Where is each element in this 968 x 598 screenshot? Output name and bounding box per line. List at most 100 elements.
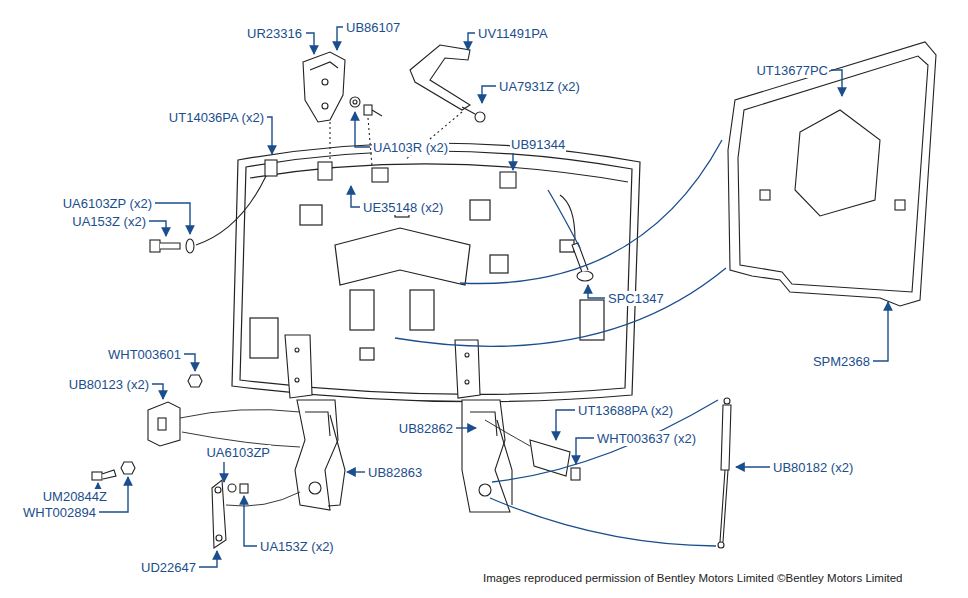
leader-arrows xyxy=(97,483,98,488)
liner-panel xyxy=(795,110,880,216)
part-number: WHT002894 xyxy=(22,505,97,520)
bonnet-hinges xyxy=(479,484,491,496)
part-number: UR23316 xyxy=(246,26,303,41)
top-brackets xyxy=(330,112,462,166)
blue-connector-curves xyxy=(395,140,726,546)
leader-arrows xyxy=(355,112,370,147)
blue-connector-curves xyxy=(395,268,726,346)
liner-panel xyxy=(760,190,770,200)
leader-arrows xyxy=(98,27,888,567)
part-number: UB82863 xyxy=(367,465,423,480)
part-number: UD22647 xyxy=(140,560,197,575)
bonnet-hinges xyxy=(465,380,469,384)
top-brackets xyxy=(462,107,475,114)
part-number: UE35148 (x2) xyxy=(362,200,444,215)
blue-connector-curves xyxy=(460,140,722,284)
small-parts xyxy=(121,462,135,474)
part-number: UA153Z (x2) xyxy=(259,539,335,554)
liner-panel xyxy=(728,42,936,306)
part-number: UT13688PA (x2) xyxy=(577,403,674,418)
small-parts xyxy=(215,487,221,493)
side-bolt xyxy=(150,240,160,252)
leader-arrows xyxy=(482,86,496,103)
bonnet-panel xyxy=(580,300,604,340)
side-bolt xyxy=(577,271,593,281)
small-parts xyxy=(216,535,222,541)
part-number: UA6103ZP xyxy=(205,445,271,460)
leader-arrows xyxy=(337,27,343,50)
part-number: SPC1347 xyxy=(607,291,665,306)
bonnet-hinges xyxy=(309,482,321,494)
bonnet-hinges xyxy=(465,353,469,357)
side-bolt xyxy=(186,239,194,253)
small-parts xyxy=(148,402,180,446)
part-number: UT14036PA (x2) xyxy=(168,110,265,125)
part-number: WHT003601 xyxy=(107,347,182,362)
side-bolt xyxy=(196,176,266,245)
bonnet-hinge-small xyxy=(372,168,388,182)
bonnet-panel xyxy=(232,143,640,402)
part-number: UA153Z (x2) xyxy=(71,214,147,229)
copyright-caption: Images reproduced permission of Bentley … xyxy=(483,571,902,585)
part-number: UB86107 xyxy=(345,20,401,35)
top-brackets xyxy=(310,62,338,70)
leader-arrows xyxy=(512,153,513,170)
part-number: UM20844Z xyxy=(42,489,108,504)
top-brackets xyxy=(322,79,328,85)
small-parts xyxy=(180,410,530,507)
liner-panel xyxy=(738,56,928,292)
bonnet-hinges xyxy=(470,412,512,505)
bonnet-hinge-small xyxy=(500,172,516,188)
small-parts xyxy=(92,375,580,548)
blue-connector-curves xyxy=(492,400,718,482)
bonnet-panel xyxy=(360,348,374,360)
top-brackets xyxy=(364,105,372,115)
part-number: UT13677PC xyxy=(755,63,829,78)
leader-arrows xyxy=(306,33,314,54)
bonnet-hinges xyxy=(305,412,345,506)
part-number: UA103R (x2) xyxy=(372,140,449,155)
leader-arrows xyxy=(223,462,224,482)
liner-panel xyxy=(728,42,936,306)
top-brackets xyxy=(350,97,360,107)
blue-connector-curves xyxy=(548,190,580,248)
bonnet-panel xyxy=(300,205,322,225)
small-parts xyxy=(571,468,580,480)
top-brackets xyxy=(303,52,345,122)
bonnet-hinges xyxy=(462,400,510,512)
leader-arrows xyxy=(152,384,163,399)
liner-panel xyxy=(895,200,905,210)
top-brackets xyxy=(353,100,357,104)
part-number: UB80182 (x2) xyxy=(772,460,854,475)
bonnet-panel xyxy=(250,164,628,182)
part-number: UB91344 xyxy=(510,137,566,152)
bonnet-panel xyxy=(490,255,508,273)
small-parts xyxy=(188,375,202,387)
leader-arrows xyxy=(873,302,888,361)
leader-arrows xyxy=(831,70,842,96)
top-brackets xyxy=(475,112,485,122)
bonnet-panel xyxy=(470,200,490,220)
bonnet-hinges xyxy=(285,335,512,512)
gas-strut xyxy=(718,398,731,548)
top-brackets xyxy=(322,103,328,109)
part-number: UB82862 xyxy=(398,421,454,436)
gas-strut xyxy=(720,470,728,542)
small-parts xyxy=(92,472,102,480)
part-number: UB80123 (x2) xyxy=(68,377,150,392)
leader-arrows xyxy=(468,33,475,50)
gas-strut xyxy=(718,542,724,548)
top-brackets xyxy=(303,45,485,166)
part-number: SPM2368 xyxy=(812,354,871,369)
leader-arrows xyxy=(736,466,770,467)
leader-arrows xyxy=(149,221,166,236)
small-parts xyxy=(102,470,116,479)
leader-arrows xyxy=(576,438,594,464)
part-number: UA7931Z (x2) xyxy=(498,79,581,94)
top-brackets xyxy=(410,45,470,110)
bonnet-hinges xyxy=(295,348,299,352)
leader-arrows xyxy=(351,186,360,207)
side-bolt xyxy=(160,243,180,249)
bonnet-hinge-small xyxy=(318,162,332,180)
